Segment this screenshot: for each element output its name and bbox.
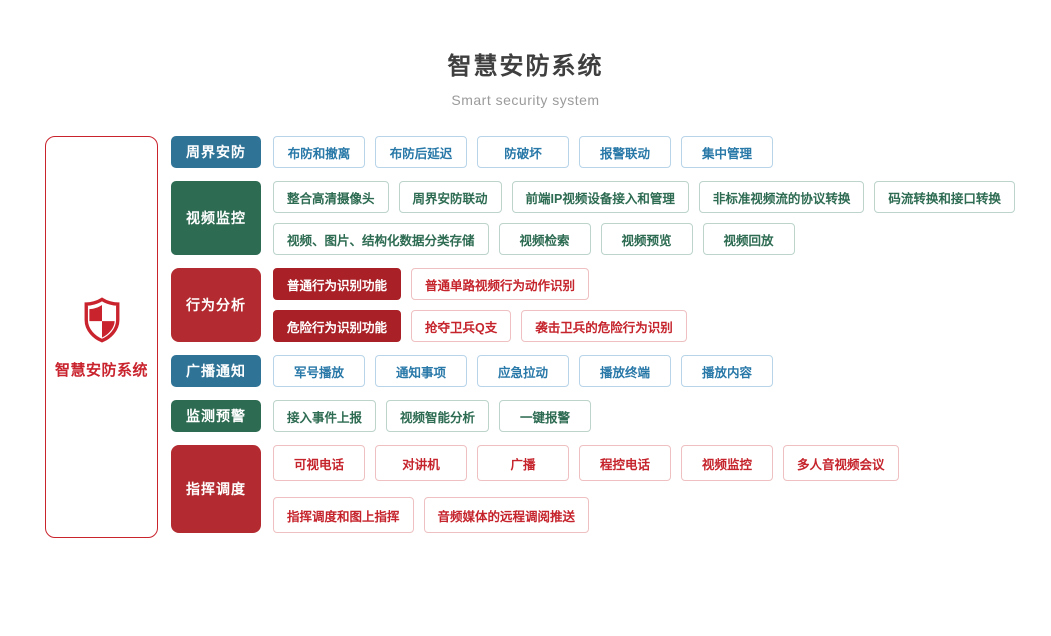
feature-line: 军号播放通知事项应急拉动播放终端播放内容 (273, 355, 773, 387)
feature-item: 对讲机 (375, 445, 467, 481)
feature-line: 指挥调度和图上指挥音频媒体的远程调阅推送 (273, 497, 899, 533)
feature-item: 播放内容 (681, 355, 773, 387)
feature-item: 袭击卫兵的危险行为识别 (521, 310, 687, 342)
category-label: 行为分析 (171, 268, 261, 342)
feature-lines: 布防和撤离布防后延迟防破坏报警联动集中管理 (273, 136, 773, 168)
feature-row-4: 监测预警接入事件上报视频智能分析一键报警 (171, 400, 1015, 432)
feature-item: 音频媒体的远程调阅推送 (423, 497, 590, 533)
feature-item: 报警联动 (579, 136, 671, 168)
root-node: 智慧安防系统 (45, 136, 158, 538)
feature-item: 指挥调度和图上指挥 (273, 497, 414, 533)
feature-item: 危险行为识别功能 (273, 310, 402, 342)
feature-row-0: 周界安防布防和撤离布防后延迟防破坏报警联动集中管理 (171, 136, 1015, 168)
feature-line: 整合高清摄像头周界安防联动前端IP视频设备接入和管理非标准视频流的协议转换码流转… (273, 181, 1015, 213)
feature-item: 视频、图片、结构化数据分类存储 (273, 223, 489, 255)
feature-lines: 可视电话对讲机广播程控电话视频监控多人音视频会议指挥调度和图上指挥音频媒体的远程… (273, 445, 899, 533)
page-title: 智慧安防系统 (447, 53, 604, 80)
feature-row-3: 广播通知军号播放通知事项应急拉动播放终端播放内容 (171, 355, 1015, 387)
feature-item: 可视电话 (273, 445, 365, 481)
feature-lines: 军号播放通知事项应急拉动播放终端播放内容 (273, 355, 773, 387)
feature-item: 周界安防联动 (398, 181, 502, 213)
page-header: 智慧安防系统 Smart security system (0, 0, 1051, 108)
feature-item: 视频回放 (702, 223, 795, 255)
category-label: 监测预警 (171, 400, 261, 432)
root-label: 智慧安防系统 (54, 362, 148, 379)
category-label: 指挥调度 (171, 445, 261, 533)
feature-rows: 周界安防布防和撤离布防后延迟防破坏报警联动集中管理视频监控整合高清摄像头周界安防… (171, 136, 1015, 533)
feature-row-1: 视频监控整合高清摄像头周界安防联动前端IP视频设备接入和管理非标准视频流的协议转… (171, 181, 1015, 255)
feature-item: 军号播放 (273, 355, 365, 387)
category-label: 周界安防 (171, 136, 261, 168)
feature-item: 通知事项 (375, 355, 467, 387)
page-subtitle: Smart security system (451, 92, 600, 108)
feature-item: 视频预览 (600, 223, 693, 255)
category-label: 视频监控 (171, 181, 261, 255)
feature-line: 接入事件上报视频智能分析一键报警 (273, 400, 592, 432)
diagram: 智慧安防系统 周界安防布防和撤离布防后延迟防破坏报警联动集中管理视频监控整合高清… (45, 136, 1051, 538)
feature-lines: 接入事件上报视频智能分析一键报警 (273, 400, 592, 432)
feature-item: 布防和撤离 (273, 136, 365, 168)
feature-line: 可视电话对讲机广播程控电话视频监控多人音视频会议 (273, 445, 899, 481)
feature-item: 集中管理 (681, 136, 773, 168)
feature-lines: 普通行为识别功能普通单路视频行为动作识别危险行为识别功能抢夺卫兵Q支袭击卫兵的危… (273, 268, 687, 342)
feature-item: 前端IP视频设备接入和管理 (511, 181, 689, 213)
feature-item: 布防后延迟 (375, 136, 467, 168)
feature-item: 普通行为识别功能 (273, 268, 402, 300)
feature-item: 视频检索 (498, 223, 591, 255)
feature-item: 一键报警 (499, 400, 592, 432)
feature-item: 抢夺卫兵Q支 (411, 310, 512, 342)
feature-line: 布防和撤离布防后延迟防破坏报警联动集中管理 (273, 136, 773, 168)
feature-item: 视频智能分析 (386, 400, 490, 432)
feature-item: 播放终端 (579, 355, 671, 387)
feature-lines: 整合高清摄像头周界安防联动前端IP视频设备接入和管理非标准视频流的协议转换码流转… (273, 181, 1015, 255)
feature-line: 普通行为识别功能普通单路视频行为动作识别 (273, 268, 687, 300)
feature-item: 码流转换和接口转换 (874, 181, 1015, 213)
category-label: 广播通知 (171, 355, 261, 387)
feature-row-2: 行为分析普通行为识别功能普通单路视频行为动作识别危险行为识别功能抢夺卫兵Q支袭击… (171, 268, 1015, 342)
feature-item: 多人音视频会议 (783, 445, 899, 481)
feature-item: 防破坏 (477, 136, 569, 168)
feature-item: 程控电话 (579, 445, 671, 481)
feature-line: 危险行为识别功能抢夺卫兵Q支袭击卫兵的危险行为识别 (273, 310, 687, 342)
feature-item: 应急拉动 (477, 355, 569, 387)
shield-icon (84, 297, 119, 343)
feature-item: 非标准视频流的协议转换 (698, 181, 865, 213)
feature-item: 整合高清摄像头 (273, 181, 389, 213)
feature-row-5: 指挥调度可视电话对讲机广播程控电话视频监控多人音视频会议指挥调度和图上指挥音频媒… (171, 445, 1015, 533)
feature-line: 视频、图片、结构化数据分类存储视频检索视频预览视频回放 (273, 223, 1015, 255)
feature-item: 广播 (477, 445, 569, 481)
feature-item: 接入事件上报 (273, 400, 377, 432)
feature-item: 普通单路视频行为动作识别 (411, 268, 590, 300)
feature-item: 视频监控 (681, 445, 773, 481)
